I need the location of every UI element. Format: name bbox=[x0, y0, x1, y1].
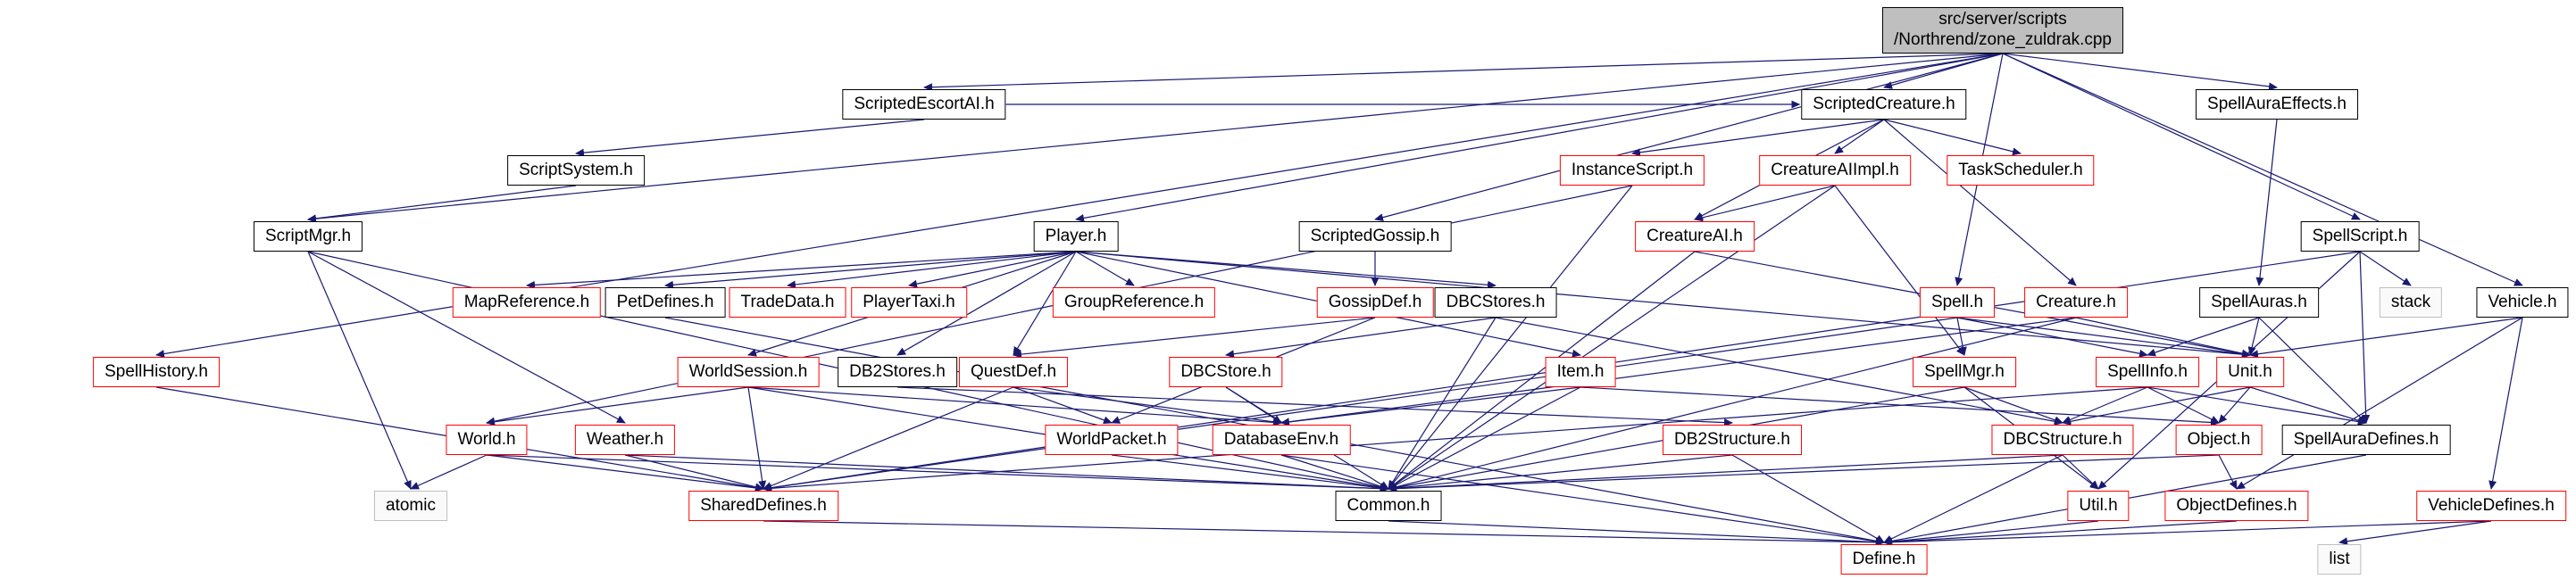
node-petdefines: PetDefines.h bbox=[604, 287, 726, 318]
node-list: list bbox=[2317, 544, 2362, 575]
node-define[interactable]: Define.h bbox=[1840, 544, 1928, 575]
node-spellinfo[interactable]: SpellInfo.h bbox=[2096, 357, 2199, 387]
node-item[interactable]: Item.h bbox=[1545, 357, 1616, 387]
node-scriptedgossip: ScriptedGossip.h bbox=[1298, 221, 1452, 252]
node-spellauradefines: SpellAuraDefines.h bbox=[2281, 425, 2451, 455]
node-worldsession[interactable]: WorldSession.h bbox=[677, 357, 820, 387]
node-taskscheduler[interactable]: TaskScheduler.h bbox=[1947, 155, 2095, 186]
node-dbcstore[interactable]: DBCStore.h bbox=[1169, 357, 1283, 387]
node-db2structure[interactable]: DB2Structure.h bbox=[1663, 425, 1802, 455]
node-spellhistory[interactable]: SpellHistory.h bbox=[93, 357, 220, 387]
node-databaseenv[interactable]: DatabaseEnv.h bbox=[1212, 425, 1351, 455]
node-unit[interactable]: Unit.h bbox=[2216, 357, 2284, 387]
node-world[interactable]: World.h bbox=[446, 425, 528, 455]
node-main: src/server/scripts /Northrend/zone_zuldr… bbox=[1882, 7, 2123, 54]
node-spellscript: SpellScript.h bbox=[2300, 221, 2420, 252]
node-object[interactable]: Object.h bbox=[2175, 425, 2263, 455]
node-tradedata[interactable]: TradeData.h bbox=[729, 287, 846, 318]
node-spell[interactable]: Spell.h bbox=[1919, 287, 1996, 318]
node-creature[interactable]: Creature.h bbox=[2024, 287, 2128, 318]
node-stack: stack bbox=[2379, 287, 2443, 318]
node-util[interactable]: Util.h bbox=[2067, 491, 2130, 521]
node-shareddefines[interactable]: SharedDefines.h bbox=[688, 491, 838, 521]
node-mapreference[interactable]: MapReference.h bbox=[452, 287, 602, 318]
node-gossipdef[interactable]: GossipDef.h bbox=[1316, 287, 1434, 318]
node-atomic: atomic bbox=[374, 491, 447, 521]
node-escortai: ScriptedEscortAI.h bbox=[842, 89, 1006, 120]
node-player: Player.h bbox=[1033, 221, 1119, 252]
node-questdef[interactable]: QuestDef.h bbox=[958, 357, 1069, 387]
node-db2stores: DB2Stores.h bbox=[838, 357, 957, 387]
node-scriptmgr: ScriptMgr.h bbox=[253, 221, 363, 252]
node-scriptedcreature: ScriptedCreature.h bbox=[1801, 89, 1967, 120]
node-creatureaiimpl[interactable]: CreatureAIImpl.h bbox=[1759, 155, 1911, 186]
node-worldpacket[interactable]: WorldPacket.h bbox=[1045, 425, 1179, 455]
node-groupreference[interactable]: GroupReference.h bbox=[1052, 287, 1216, 318]
node-common: Common.h bbox=[1335, 491, 1442, 521]
node-scriptsystem: ScriptSystem.h bbox=[507, 155, 645, 186]
node-instancescript[interactable]: InstanceScript.h bbox=[1559, 155, 1705, 186]
node-vehicle: Vehicle.h bbox=[2476, 287, 2569, 318]
node-dbcstructure[interactable]: DBCStructure.h bbox=[1991, 425, 2134, 455]
node-dbcstores: DBCStores.h bbox=[1434, 287, 1557, 318]
node-spellauras: SpellAuras.h bbox=[2199, 287, 2319, 318]
node-weather[interactable]: Weather.h bbox=[574, 425, 676, 455]
node-vehicledefines[interactable]: VehicleDefines.h bbox=[2416, 491, 2566, 521]
node-spellmgr[interactable]: SpellMgr.h bbox=[1913, 357, 2016, 387]
node-creatureai[interactable]: CreatureAI.h bbox=[1635, 221, 1755, 252]
node-spellauraeffects: SpellAuraEffects.h bbox=[2196, 89, 2358, 120]
node-playertaxi[interactable]: PlayerTaxi.h bbox=[851, 287, 967, 318]
node-objectdefines[interactable]: ObjectDefines.h bbox=[2164, 491, 2309, 521]
